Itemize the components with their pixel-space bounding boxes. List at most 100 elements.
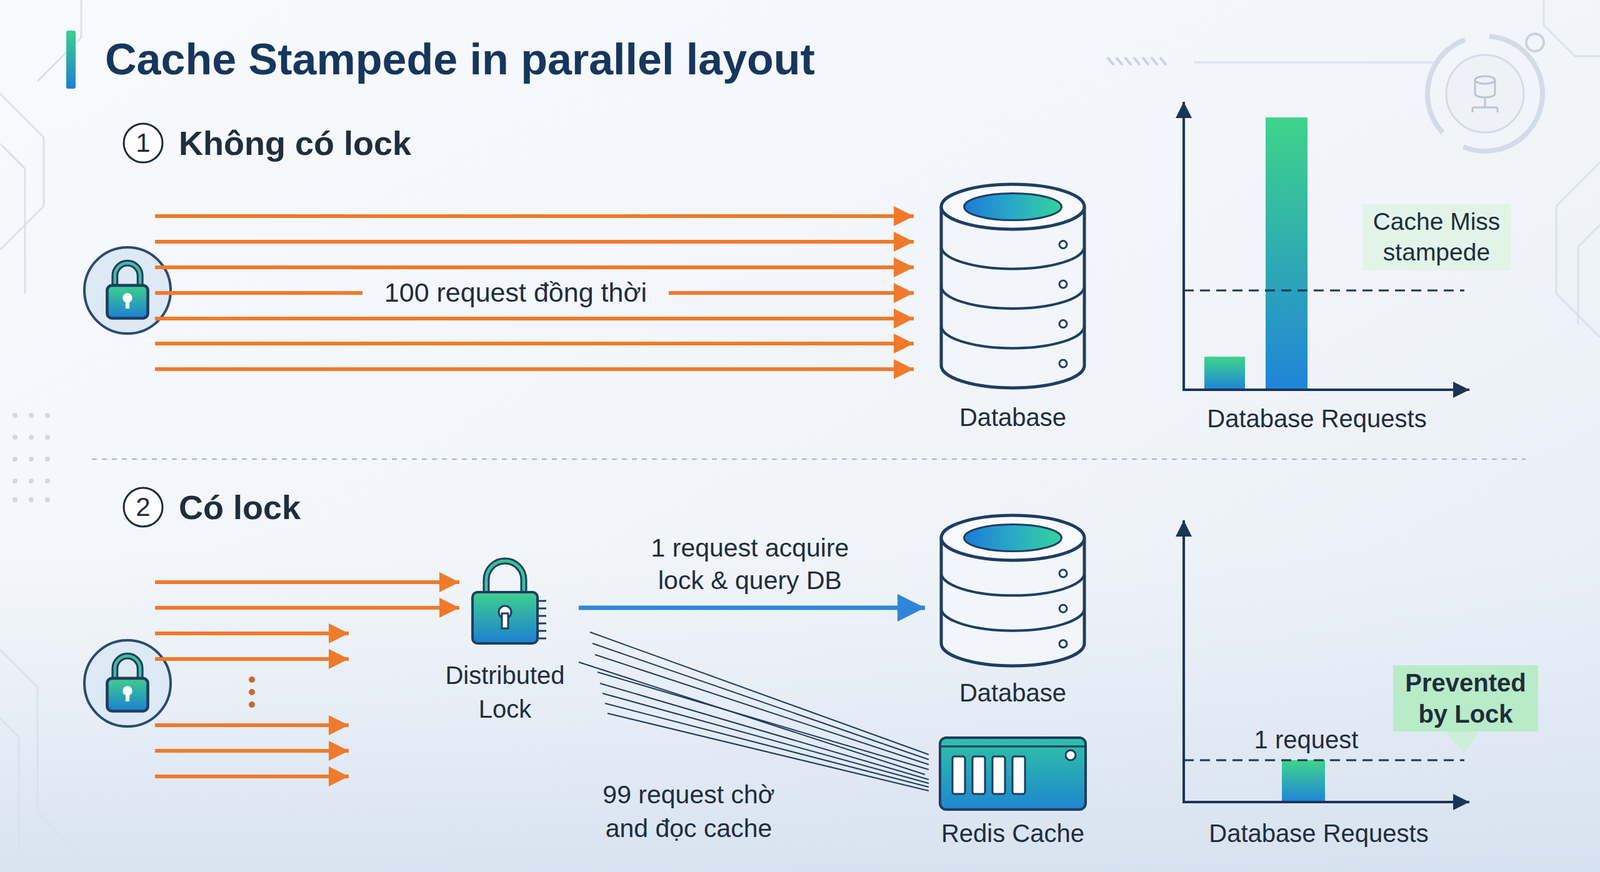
bar: [1281, 760, 1325, 803]
request-arrow: [155, 240, 914, 244]
cylinder-top: [941, 184, 1085, 230]
emblem-dot: [1526, 33, 1544, 52]
grid-dot: [45, 413, 50, 419]
request-arrow: [155, 291, 363, 295]
database-cylinder: Database: [925, 513, 1101, 714]
circuit-line: [1556, 162, 1600, 338]
hatch-mark: [1151, 57, 1158, 65]
node-label: Prevented by Lock: [1398, 667, 1534, 730]
node-label: 2: [121, 486, 165, 529]
hatch-mark: [1142, 57, 1149, 65]
bar: [1265, 117, 1308, 390]
step-number: 1: [121, 121, 165, 165]
lock-ridge: [538, 623, 547, 625]
hatch-mark: [1160, 57, 1167, 65]
step-number: 2: [121, 486, 165, 529]
server-slot: [992, 756, 1005, 795]
status-light: [1059, 570, 1067, 578]
callout-box: Cache Miss stampede: [1362, 204, 1511, 271]
request-arrow: [155, 723, 349, 728]
server-light: [1065, 750, 1076, 761]
cylinder-disc: [964, 524, 1062, 552]
keyhole: [501, 613, 509, 629]
background-glow: [0, 550, 1600, 872]
waiting-line: [595, 655, 929, 765]
hatch-mark: [1125, 57, 1132, 65]
title: Cache Stampede in parallel layout: [105, 34, 1168, 85]
lock-icon-art: [461, 551, 549, 645]
server-rim: [941, 746, 1085, 749]
threshold-line: [1183, 290, 1465, 292]
cylinder-ring: [941, 326, 1085, 349]
server-slot: [972, 756, 985, 795]
server-slot: [1012, 756, 1025, 795]
ellipsis-dots: [248, 676, 255, 709]
ellipsis-dot: [248, 689, 255, 696]
lock-ridge: [538, 638, 547, 640]
edge-label: 99 request chờ and đọc cache: [585, 778, 792, 846]
status-light: [1059, 640, 1067, 649]
request-arrow: [155, 775, 349, 779]
section-heading: Có lock: [178, 487, 554, 529]
circuit-line: [1543, 0, 1600, 57]
cylinder-disc: [964, 193, 1062, 220]
grid-dot: [45, 435, 50, 440]
node-label: Database: [925, 678, 1101, 708]
node-label: Cache Miss stampede: [1367, 206, 1506, 269]
lock-ridge: [538, 630, 547, 633]
server-body: [940, 738, 1086, 810]
node-label: Database: [925, 403, 1101, 432]
flow-label: 100 request đồng thời: [346, 276, 685, 310]
cylinder-body: [941, 206, 1085, 389]
grid-dot: [12, 435, 18, 440]
grid-dot: [45, 497, 50, 503]
waiting-line: [605, 703, 929, 788]
lock-symbol: [106, 656, 148, 712]
circuit-line: [0, 650, 75, 850]
edge-label: 1 request acquire lock & query DB: [625, 531, 875, 597]
hatch-mark: [1116, 57, 1123, 65]
grid-dot: [28, 478, 34, 484]
grid-dot: [12, 497, 18, 503]
grid-dot: [12, 478, 18, 484]
grid-dot: [12, 413, 18, 419]
request-arrow: [155, 214, 914, 219]
request-arrow: [155, 631, 349, 636]
cylinder-top: [941, 515, 1085, 561]
node-label: 1: [121, 121, 165, 165]
callout-pointer: [1445, 731, 1479, 754]
grid-dot: [28, 456, 34, 462]
x-axis: [1182, 801, 1470, 804]
status-light: [1059, 241, 1067, 249]
grid-dot: [12, 456, 18, 462]
client-circle: [84, 247, 171, 334]
title-accent: [66, 30, 76, 89]
bar-chart: [1182, 520, 1479, 804]
lock-shackle: [486, 561, 524, 597]
node-label: Distributed Lock: [431, 658, 579, 727]
waiting-line: [592, 643, 929, 760]
lock-arrow: [578, 606, 925, 611]
lock-icon: Distributed Lock: [431, 551, 579, 727]
node-label: Redis Cache: [925, 819, 1101, 849]
request-arrows: [155, 582, 460, 777]
request-arrows: [155, 216, 914, 370]
cache-server: Redis Cache: [925, 736, 1101, 853]
waiting-line: [600, 683, 929, 780]
emblem-disc: [1446, 55, 1524, 133]
corner-emblem: [1427, 33, 1544, 152]
callout-box: Prevented by Lock: [1393, 665, 1539, 732]
circuit-line: [0, 93, 44, 250]
grid-dot: [45, 456, 50, 462]
server-slot: [952, 756, 965, 795]
axis-label: Database Requests: [1166, 403, 1467, 434]
circuit-line: [1193, 61, 1438, 64]
request-arrow: [155, 316, 914, 321]
circuit-line: [1578, 225, 1600, 325]
request-arrow: [155, 265, 914, 270]
emblem-glyph: [1475, 76, 1495, 84]
section-heading: Không có lock: [178, 123, 554, 164]
y-axis: [1182, 101, 1185, 392]
hatch-decor: [1107, 57, 1167, 65]
grid-dot: [45, 478, 50, 484]
